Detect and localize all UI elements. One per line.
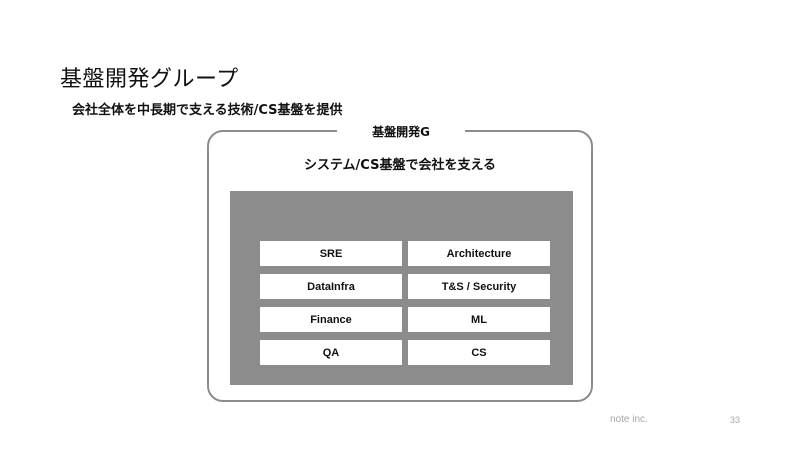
team-box-finance: Finance <box>260 307 402 332</box>
team-box-qa: QA <box>260 340 402 365</box>
footer-company: note inc. <box>610 414 648 425</box>
team-box-cs: CS <box>408 340 550 365</box>
group-mission: システム/CS基盤で会社を支える <box>303 158 497 173</box>
team-box-sre: SRE <box>260 241 402 266</box>
team-panel: SRE Architecture DataInfra T&S / Securit… <box>230 191 573 385</box>
team-box-ts-security: T&S / Security <box>408 274 550 299</box>
team-box-datainfra: DataInfra <box>260 274 402 299</box>
group-label: 基盤開発G <box>337 123 465 141</box>
slide-subtitle: 会社全体を中長期で支える技術/CS基盤を提供 <box>72 103 343 118</box>
page-number: 33 <box>730 415 741 425</box>
team-box-architecture: Architecture <box>408 241 550 266</box>
slide-title: 基盤開発グループ <box>60 67 239 92</box>
team-box-ml: ML <box>408 307 550 332</box>
